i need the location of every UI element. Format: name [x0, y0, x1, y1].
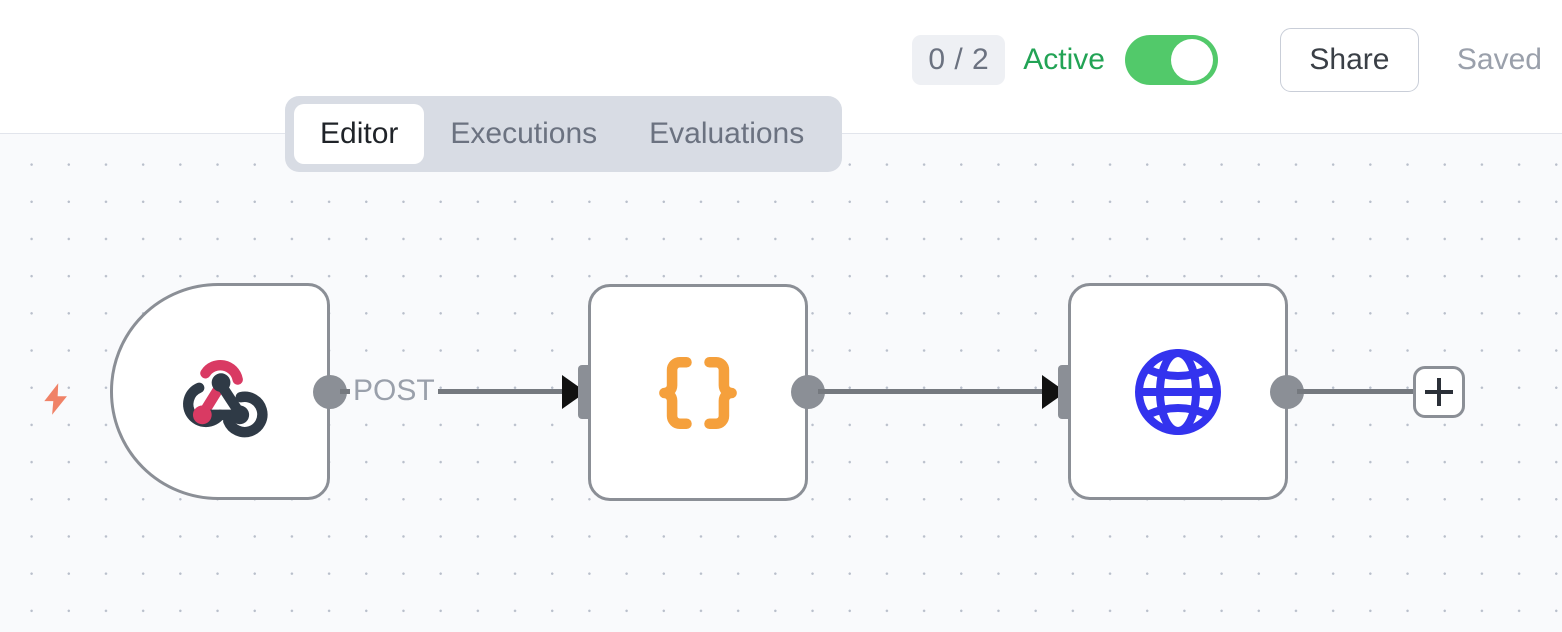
- share-button[interactable]: Share: [1279, 28, 1419, 92]
- active-status-label: Active: [1023, 43, 1105, 76]
- globe-icon: [1135, 348, 1221, 435]
- edge-filter-to-http[interactable]: [818, 389, 1045, 394]
- tab-editor[interactable]: Editor: [294, 104, 425, 164]
- edge-label-post: POST: [350, 375, 438, 407]
- node-create-agent-job[interactable]: [1068, 283, 1288, 500]
- tab-evaluations[interactable]: Evaluations: [649, 117, 805, 150]
- edge-http-to-add: [1297, 389, 1415, 394]
- webhook-icon: [183, 359, 268, 437]
- edge-webhook-to-filter[interactable]: [340, 389, 585, 394]
- workflow-canvas[interactable]: Webhook POST Filter merged PRs: [0, 134, 1562, 632]
- active-toggle-switch[interactable]: [1124, 35, 1218, 85]
- node-webhook[interactable]: [110, 283, 330, 500]
- plus-icon-vertical: [1437, 378, 1441, 406]
- canvas-content-layer: Webhook POST Filter merged PRs: [0, 134, 1562, 632]
- toggle-knob: [1170, 39, 1213, 81]
- node-filter-merged-prs[interactable]: [588, 284, 808, 501]
- tab-executions[interactable]: Executions: [450, 117, 598, 150]
- run-count-badge: 0 / 2: [912, 35, 1006, 85]
- editor-tab-bar: Editor Executions Evaluations: [285, 96, 842, 172]
- lightning-bolt-icon: [38, 377, 74, 421]
- header-actions: 0 / 2 Active Share Saved: [912, 28, 1542, 92]
- save-status-label: Saved: [1456, 43, 1542, 76]
- code-braces-icon: [659, 356, 737, 429]
- add-step-button[interactable]: [1413, 366, 1465, 418]
